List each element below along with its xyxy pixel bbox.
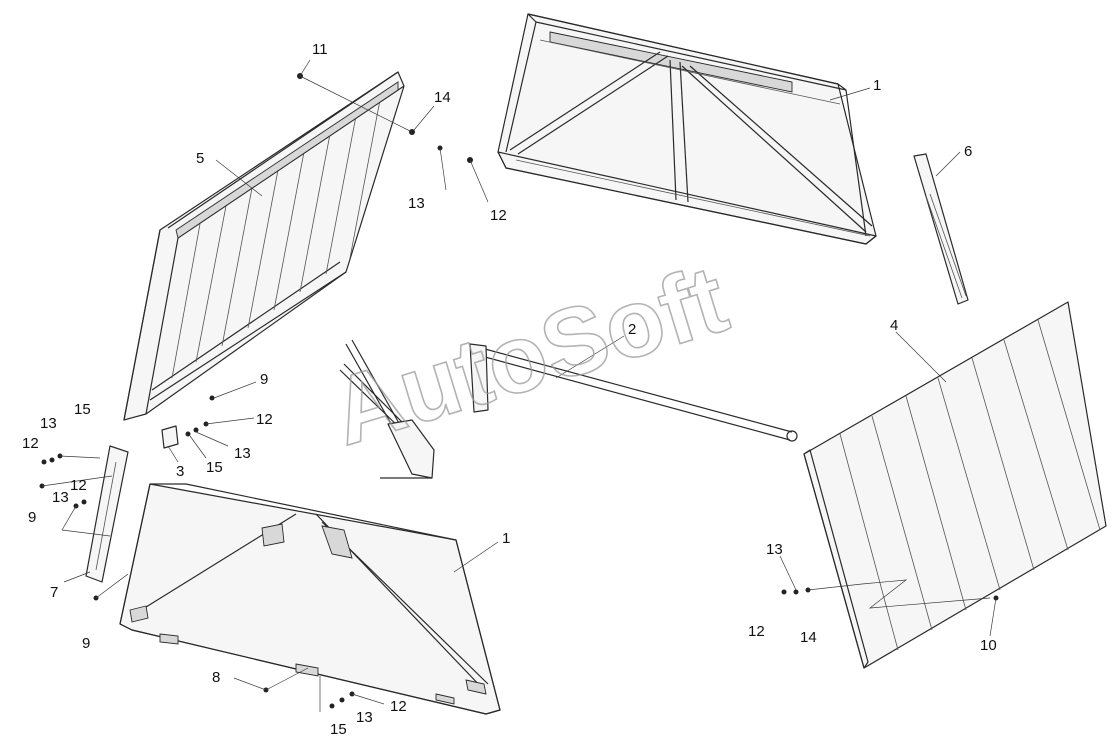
callout-1-top: 1 xyxy=(873,77,881,94)
callout-15-b: 15 xyxy=(206,459,223,476)
callout-14-b: 14 xyxy=(800,629,817,646)
callout-12-f: 12 xyxy=(748,623,765,640)
callout-15-c: 15 xyxy=(330,721,347,738)
callout-9-b: 9 xyxy=(28,509,36,526)
callout-4: 4 xyxy=(890,317,898,334)
callout-13-e: 13 xyxy=(356,709,373,726)
callout-9-a: 9 xyxy=(260,371,268,388)
callout-2: 2 xyxy=(628,321,636,338)
part-1-top-frame xyxy=(497,13,877,245)
callout-15-a: 15 xyxy=(74,401,91,418)
part-4-panel xyxy=(803,301,1107,669)
callout-12-e: 12 xyxy=(390,698,407,715)
callout-7: 7 xyxy=(50,584,58,601)
part-3-plate xyxy=(161,425,179,449)
callout-8: 8 xyxy=(212,669,220,686)
part-7-strip xyxy=(85,445,129,583)
callout-3: 3 xyxy=(176,463,184,480)
callout-labels: 1 1 2 3 4 5 6 7 8 9 9 9 10 11 12 12 12 1… xyxy=(22,41,997,738)
callout-9-c: 9 xyxy=(82,635,90,652)
callout-13-c: 13 xyxy=(40,415,57,432)
part-1-bottom-frame xyxy=(119,483,501,715)
callout-6: 6 xyxy=(964,143,972,160)
watermark: AutoSoft xyxy=(320,245,739,466)
leader-lines xyxy=(41,59,997,712)
callout-1-bottom: 1 xyxy=(502,530,510,547)
callout-12-b: 12 xyxy=(256,411,273,428)
callout-12-a: 12 xyxy=(490,207,507,224)
callout-13-d: 13 xyxy=(52,489,69,506)
callout-13-a: 13 xyxy=(408,195,425,212)
callout-5: 5 xyxy=(196,150,204,167)
callout-11: 11 xyxy=(312,41,328,58)
callout-12-c: 12 xyxy=(22,435,39,452)
callout-13-f: 13 xyxy=(766,541,783,558)
part-2-linkage xyxy=(339,339,798,479)
callout-13-b: 13 xyxy=(234,445,251,462)
callout-14-a: 14 xyxy=(434,89,451,106)
callout-10: 10 xyxy=(980,637,997,654)
part-6-bracket xyxy=(913,153,969,305)
callout-12-d: 12 xyxy=(70,477,87,494)
part-5-gate-frame xyxy=(123,71,405,421)
